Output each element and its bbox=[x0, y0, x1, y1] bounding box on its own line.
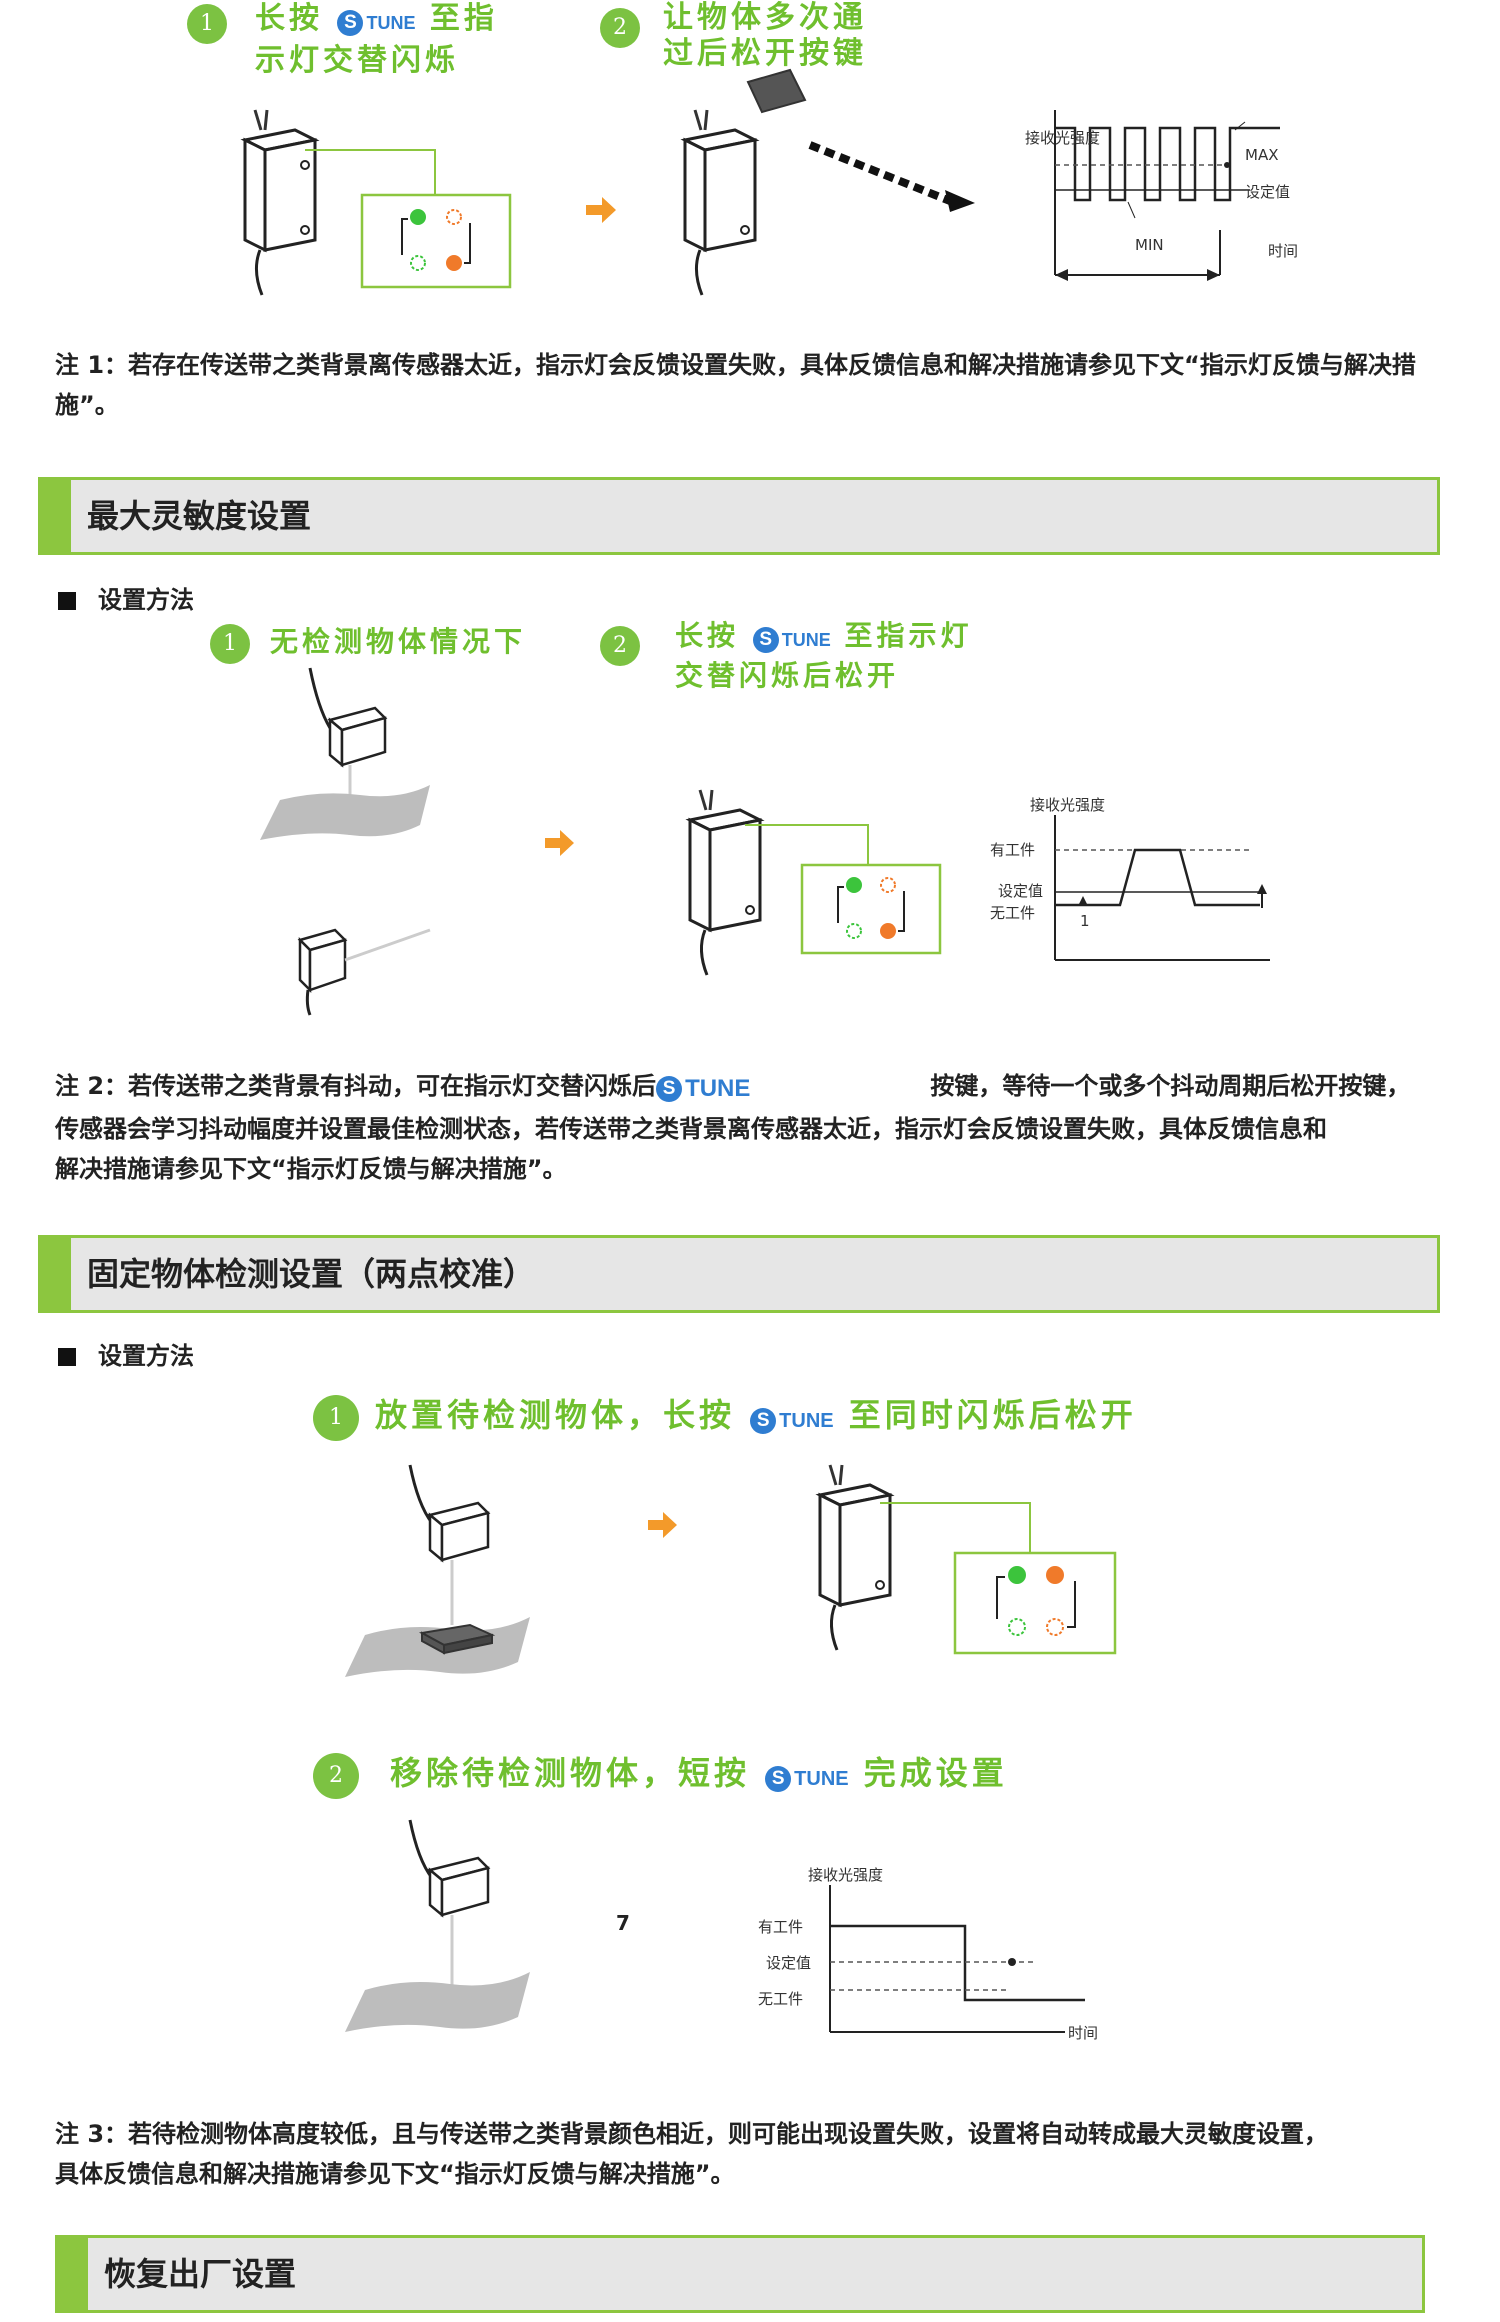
step-number-1: 1 bbox=[210, 624, 250, 664]
step2-instruction: 让物体多次通 过后松开按键 bbox=[663, 0, 867, 72]
subhead-method: 设置方法 bbox=[58, 580, 194, 615]
chart-setpoint-label: 设定值 bbox=[1245, 183, 1290, 201]
section-accent bbox=[58, 2238, 88, 2310]
square-bullet-icon bbox=[58, 1348, 76, 1366]
chart-no-work-label: 无工件 bbox=[758, 1990, 803, 2008]
arrow-right-icon bbox=[586, 197, 616, 223]
square-bullet-icon bbox=[58, 592, 76, 610]
sensor-icon bbox=[240, 109, 320, 296]
chart-min-label: MIN bbox=[1135, 236, 1164, 254]
step1-instruction: 无检测物体情况下 bbox=[270, 625, 527, 658]
section-accent bbox=[41, 1238, 71, 1310]
step2-text-line1: 让物体多次通 bbox=[663, 0, 867, 35]
subhead-method: 设置方法 bbox=[58, 1336, 194, 1371]
step1-text-post: 至指 bbox=[429, 1, 498, 36]
chart-with-work-label: 有工件 bbox=[990, 841, 1035, 859]
indicator-panel bbox=[953, 1551, 1117, 1655]
section-header-fixed-object: 固定物体检测设置（两点校准） bbox=[38, 1235, 1440, 1313]
section-title: 固定物体检测设置（两点校准） bbox=[87, 1255, 536, 1293]
section-header-factory-reset: 恢复出厂设置 bbox=[55, 2235, 1425, 2313]
indicator-panel bbox=[360, 193, 512, 289]
note-1: 注 1：若存在传送带之类背景离传感器太近，指示灯会反馈设置失败，具体反馈信息和解… bbox=[55, 351, 1416, 419]
step-number-1: 1 bbox=[187, 4, 227, 44]
chart-ylabel: 接收光强度 bbox=[1030, 796, 1105, 814]
chart-no-work-label: 无工件 bbox=[990, 904, 1035, 922]
section-title: 恢复出厂设置 bbox=[104, 2255, 297, 2293]
arrow-right-icon bbox=[545, 830, 574, 856]
step-number-2: 2 bbox=[600, 626, 640, 666]
section-accent bbox=[41, 480, 71, 552]
note-3: 注 3：若待检测物体高度较低，且与传送带之类背景颜色相近，则可能出现设置失败，设… bbox=[55, 2120, 1329, 2188]
step2-text-line2: 过后松开按键 bbox=[663, 36, 867, 71]
two-point-chart: 接收光强度 有工件 设定值 无工件 时间 bbox=[758, 1866, 1098, 2042]
chart-setpoint-label: 设定值 bbox=[766, 1954, 811, 1972]
chart-arrow-num: 1 bbox=[1080, 912, 1090, 930]
step-number-2: 2 bbox=[600, 8, 640, 48]
chart-xlabel: 时间 bbox=[1268, 242, 1298, 260]
step1-text-line2: 示灯交替闪烁 bbox=[255, 43, 459, 78]
section-header-max-sensitivity: 最大灵敏度设置 bbox=[38, 477, 1440, 555]
section1-illustration: 接收光强度 MAX 设定值 MIN 时间 bbox=[240, 68, 1298, 296]
page-number: 7 bbox=[616, 1911, 630, 1935]
chart-ylabel: 接收光强度 bbox=[1025, 129, 1100, 147]
step-number-2: 2 bbox=[313, 1753, 359, 1799]
chart-max-label: MAX bbox=[1245, 146, 1278, 164]
max-sensitivity-illustration: 接收光强度 有工件 设定值 无工件 1 bbox=[260, 667, 1270, 1016]
step1-text-pre: 长按 bbox=[255, 1, 323, 36]
fixed-object-step1-illustration bbox=[345, 1464, 1117, 1677]
chart-setpoint-label: 设定值 bbox=[998, 882, 1043, 900]
fixed-object-step2-illustration: 7 接收光强度 有工件 设定值 无工件 时间 bbox=[345, 1819, 1098, 2042]
waveform-chart: 接收光强度 MAX 设定值 MIN 时间 bbox=[1025, 110, 1298, 281]
sensitivity-chart: 接收光强度 有工件 设定值 无工件 1 bbox=[990, 796, 1270, 961]
arrow-right-icon bbox=[648, 1512, 677, 1538]
step-number-1: 1 bbox=[313, 1395, 359, 1441]
section-title: 最大灵敏度设置 bbox=[87, 497, 312, 535]
chart-ylabel: 接收光强度 bbox=[808, 1866, 883, 1884]
indicator-panel bbox=[800, 863, 942, 955]
chart-xlabel: 时间 bbox=[1068, 2024, 1098, 2042]
chart-with-work-label: 有工件 bbox=[758, 1918, 803, 1936]
